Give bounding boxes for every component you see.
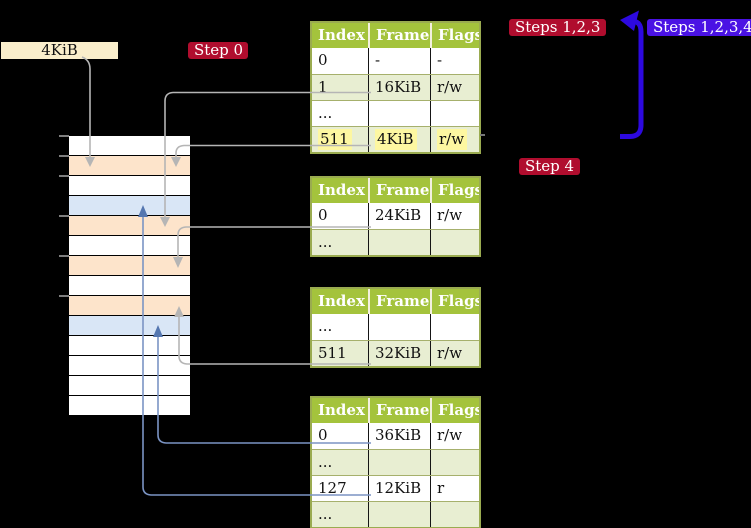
address-tick [59,255,69,257]
table-row: ... [312,501,479,527]
memory-frame-row [69,375,190,395]
table-cell [430,314,479,340]
table-cell: 16KiB [368,75,430,100]
badge-steps-1-2-3: Steps 1,2,3 [509,19,607,36]
table-cell [430,450,479,475]
address-tick [59,175,69,177]
table-cell: ... [318,453,333,471]
column-header: Index [318,26,365,44]
table-cell: r/w [430,341,479,366]
table-cell: r [430,476,479,501]
memory-frame-row [69,355,190,375]
memory-frame-row [69,295,190,315]
address-tick [59,295,69,297]
column-header: Index [318,181,365,199]
table-cell: - [430,48,479,74]
walk-return-arrowhead [620,10,639,31]
memory-frame-row [69,315,190,335]
memory-frame-row [69,215,190,235]
table-cell [368,314,430,340]
table-cell: 1 [318,78,328,96]
column-header: Flags [430,289,479,314]
column-header: Flags [430,398,479,423]
memory-frame-row [69,136,190,155]
table-cell: 127 [318,479,347,497]
memory-frame-row [69,155,190,175]
frame-size-label: 4KiB [1,42,118,59]
table-cell: 36KiB [368,423,430,449]
memory-frame-row [69,335,190,355]
column-header: Flags [430,178,479,203]
table-cell: 0 [318,206,328,224]
table-cell [430,502,479,527]
memory-frame-row [69,395,190,415]
badge-steps-1-2-3-4: Steps 1,2,3,4 [647,19,751,36]
table-row: ... [312,449,479,475]
table-row: ... [312,314,479,340]
table-cell: r/w [430,75,479,100]
memory-frame-row [69,235,190,255]
physical-memory-stack [69,136,190,415]
table-cell: r/w [430,127,479,152]
highlighted-value: 4KiB [375,129,417,150]
table-row: 511 4KiB r/w [312,126,479,152]
highlighted-value: 511 [318,129,352,150]
column-header: Frame [368,289,430,314]
table-cell: 4KiB [368,127,430,152]
walk-return-arrow [620,19,644,139]
table-cell: ... [318,104,333,122]
column-header: Index [318,401,365,419]
column-header: Frame [368,23,430,48]
table-cell: 511 [318,344,347,362]
column-header: Index [318,292,365,310]
table-cell: 24KiB [368,203,430,229]
column-header: Frame [368,398,430,423]
table-row: ... [312,100,479,126]
table-cell [368,101,430,126]
badge-step-0: Step 0 [188,42,248,59]
address-tick [59,215,69,217]
table-cell: 0 [318,426,328,444]
table-cell [368,502,430,527]
memory-frame-row [69,275,190,295]
table-cell: r/w [430,423,479,449]
table-cell [368,230,430,255]
memory-frame-row [69,255,190,275]
memory-frame-row [69,175,190,195]
column-header: Flags [430,23,479,48]
table-cell: 32KiB [368,341,430,366]
table-cell [368,450,430,475]
table-cell [430,230,479,255]
table-cell: 511 [312,127,368,152]
table-cell: - [368,48,430,74]
table-cell: ... [318,505,333,523]
column-header: Frame [368,178,430,203]
table-cell: 0 [318,51,328,69]
table-row: 0 -- [312,48,479,74]
table-cell [430,101,479,126]
table-cell: ... [318,233,333,251]
address-tick [59,135,69,137]
address-tick [59,155,69,157]
badge-step-4: Step 4 [519,158,580,175]
table-cell: 12KiB [368,476,430,501]
table-cell: ... [318,317,333,335]
table-cell: r/w [430,203,479,229]
highlighted-value: r/w [437,129,468,150]
memory-frame-row [69,195,190,215]
table-row: ... [312,229,479,255]
